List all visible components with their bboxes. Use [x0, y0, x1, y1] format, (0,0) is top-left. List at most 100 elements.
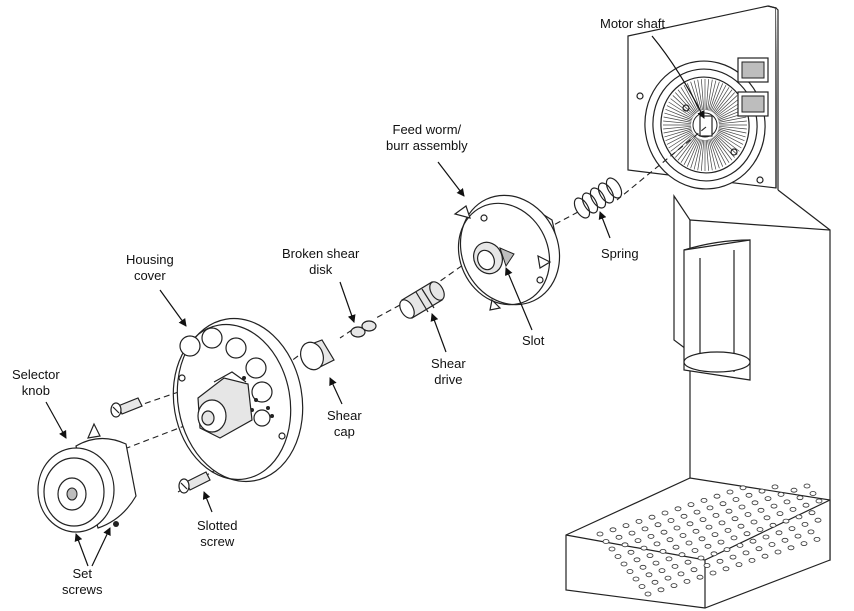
drip-tray-hole [609, 527, 617, 533]
drip-tray-hole [704, 543, 712, 549]
drip-tray-hole [794, 533, 802, 539]
drip-tray-hole [703, 563, 711, 568]
drip-tray-hole [787, 545, 795, 551]
slotted-screw [178, 471, 211, 494]
drip-tray-hole [661, 510, 669, 516]
drip-tray-hole [686, 521, 694, 527]
drip-tray-hole [774, 549, 782, 555]
drip-tray-hole [665, 556, 673, 562]
drip-tray-hole [745, 492, 753, 498]
drip-tray-hole [693, 509, 701, 515]
drip-tray-hole [608, 546, 616, 552]
drip-tray-hole [596, 531, 604, 537]
label-broken-shear-disk: Broken shear disk [282, 246, 360, 277]
drip-tray-hole [700, 497, 708, 503]
drip-tray-hole [781, 537, 789, 543]
drip-tray-hole [738, 504, 746, 510]
drip-tray-hole [645, 572, 653, 578]
drip-tray-hole [722, 566, 730, 572]
drip-tray-hole [782, 518, 790, 524]
drip-tray-hole [657, 587, 665, 593]
drip-tray-hole [743, 531, 751, 537]
drip-tray-hole [717, 539, 725, 545]
drip-tray-hole [709, 570, 717, 576]
drip-tray-hole [755, 546, 763, 552]
drip-tray-hole [777, 491, 785, 497]
drip-tray-hole [615, 534, 623, 540]
drip-tray-hole [764, 496, 772, 502]
drip-tray-hole [723, 547, 731, 552]
upper-screw [110, 397, 143, 418]
drip-tray-hole [633, 557, 641, 563]
drip-tray-hole [801, 522, 809, 527]
drip-tray-hole [725, 508, 733, 514]
drip-tray-hole [679, 533, 687, 538]
drip-tray-hole [684, 559, 692, 565]
drip-tray-hole [730, 535, 738, 541]
drip-tray-hole [761, 553, 769, 559]
drip-tray-hole [744, 512, 752, 517]
drip-tray-hole [726, 489, 734, 495]
drip-tray-hole [602, 539, 610, 544]
drip-tray-hole [666, 537, 674, 543]
drip-tray-hole [783, 499, 791, 505]
drip-tray-hole [622, 523, 630, 528]
drip-tray-hole [678, 552, 686, 558]
motor-shaft-key [699, 115, 713, 137]
drip-tray-hole [638, 584, 646, 589]
drip-tray-hole [770, 503, 778, 509]
label-housing-cover: Housing cover [126, 252, 174, 283]
drip-tray-hole [652, 560, 660, 566]
drip-tray-hole [802, 502, 810, 508]
drip-tray-hole [632, 576, 640, 582]
drip-tray-hole [742, 550, 750, 556]
drip-tray-hole [748, 558, 756, 563]
drip-tray-hole [776, 511, 784, 516]
drip-tray-hole [735, 562, 743, 567]
drip-tray-hole [736, 543, 744, 548]
drip-tray-hole [660, 529, 668, 535]
drip-tray-hole [739, 485, 747, 491]
drip-tray-hole [671, 564, 679, 569]
drip-tray-hole [711, 532, 719, 537]
drip-tray-hole [685, 540, 693, 546]
drip-tray-hole [683, 579, 691, 584]
drip-tray-hole [768, 542, 776, 547]
drip-tray-hole [692, 528, 700, 534]
drip-tray-hole [690, 567, 698, 573]
drip-tray-hole [664, 575, 672, 581]
drip-tray-hole [808, 510, 816, 516]
drip-tray-hole [807, 529, 815, 535]
drip-tray-hole [706, 505, 714, 511]
drip-tray-hole [698, 536, 706, 542]
drip-tray-hole [646, 553, 654, 558]
drip-tray-hole [639, 564, 647, 570]
drip-tray-hole [718, 520, 726, 526]
drip-tray-hole [713, 493, 721, 499]
drip-tray-hole [763, 515, 771, 521]
drip-tray-hole [651, 579, 659, 585]
drip-tray-hole [647, 534, 655, 539]
drip-tray-hole [800, 541, 808, 546]
drip-tray-hole [653, 541, 661, 547]
drip-tray-hole [758, 488, 766, 494]
drip-tray-hole [677, 571, 685, 577]
drip-tray-hole [757, 507, 765, 513]
drip-tray-hole [640, 545, 648, 551]
drip-tray-hole [789, 506, 797, 512]
drip-tray-hole [634, 538, 642, 543]
drip-tray-hole [803, 483, 811, 489]
drip-tray-hole [729, 554, 737, 560]
selector-knob-pointer [87, 422, 101, 439]
drip-tray-hole [813, 537, 821, 542]
feed-worm-burr-assembly [453, 194, 561, 311]
drip-tray-hole [687, 502, 695, 508]
drip-tray-hole [654, 522, 662, 528]
drip-tray-hole [732, 497, 740, 502]
drip-tray-hole [762, 534, 770, 540]
drip-tray-hole [749, 538, 757, 544]
drip-tray-hole [750, 519, 758, 525]
drip-tray-hole [621, 542, 629, 548]
